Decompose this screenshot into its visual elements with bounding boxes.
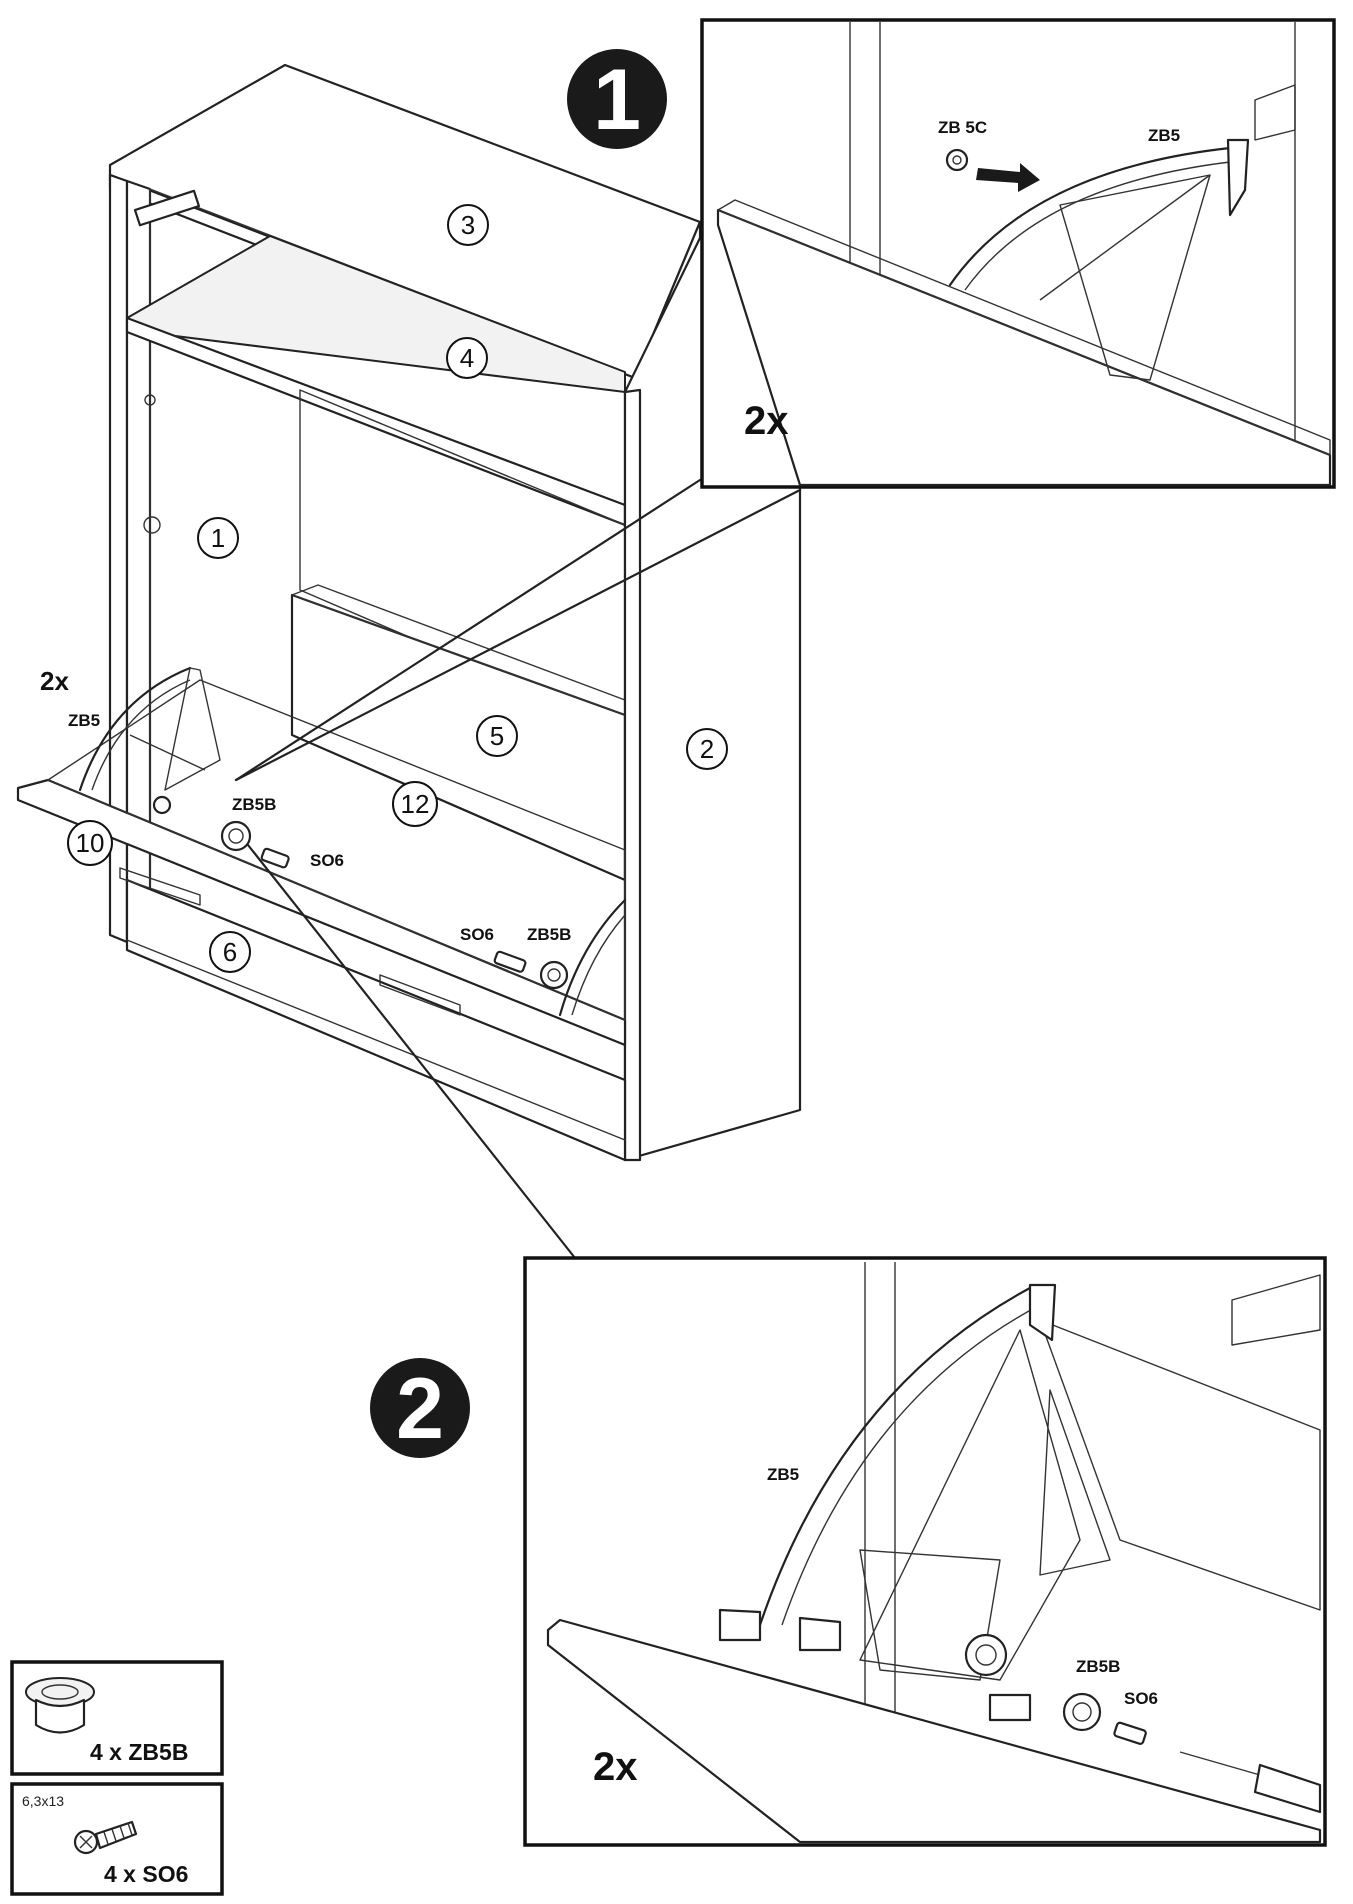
svg-text:2: 2 (700, 734, 714, 764)
parts-list-item-so6: 6,3x13 4 x SO6 (10, 1782, 224, 1896)
detail-1-zb5c-label: ZB 5C (938, 118, 987, 137)
main-zb5-label: ZB5 (68, 711, 100, 730)
part-marker-12: 12 (392, 781, 438, 827)
part-marker-2: 2 (686, 728, 728, 770)
leader-line-detail-1 (234, 478, 702, 782)
svg-text:4: 4 (460, 343, 474, 373)
main-so6-label: SO6 (310, 851, 344, 870)
leader-line-detail-1b (234, 488, 802, 782)
parts-list-size-so6: 6,3x13 (22, 1793, 64, 1809)
parts-list-qty-so6: 4 x SO6 (104, 1861, 188, 1887)
cabinet-drawing (16, 63, 802, 1260)
main-zb5b-label: ZB5B (232, 795, 276, 814)
screw-icon (73, 1820, 138, 1855)
main-zb5b-right-label: ZB5B (527, 925, 571, 944)
svg-text:10: 10 (76, 828, 105, 858)
detail-2-so6-label: SO6 (1124, 1689, 1158, 1708)
part-marker-1: 1 (197, 517, 239, 559)
svg-text:1: 1 (211, 523, 225, 553)
part-number-markers: 3 4 1 5 2 12 10 6 (67, 204, 728, 973)
part-marker-5: 5 (476, 715, 518, 757)
svg-text:5: 5 (490, 721, 504, 751)
parts-list-qty-zb5b: 4 x ZB5B (90, 1739, 188, 1765)
svg-text:6: 6 (223, 937, 237, 967)
step-1-badge: 1 (567, 49, 667, 149)
main-so6-right-label: SO6 (460, 925, 494, 944)
detail-1-box (700, 18, 1336, 489)
svg-text:1: 1 (593, 52, 641, 148)
detail-2-box (523, 1256, 1327, 1847)
cap-bushing-icon (25, 1677, 95, 1734)
part-marker-3: 3 (447, 204, 489, 246)
detail-2-zb5-label: ZB5 (767, 1465, 799, 1484)
detail-1-qty-label: 2x (744, 399, 789, 443)
detail-2-qty-label: 2x (593, 1745, 638, 1789)
detail-2-zb5b-label: ZB5B (1076, 1657, 1120, 1676)
step-2-badge: 2 (370, 1358, 470, 1458)
svg-text:12: 12 (401, 789, 430, 819)
detail-1-zb5-label: ZB5 (1148, 126, 1180, 145)
part-marker-4: 4 (446, 337, 488, 379)
svg-text:3: 3 (461, 210, 475, 240)
main-qty-label: 2x (40, 666, 69, 696)
leader-line-detail-2 (246, 843, 577, 1260)
parts-list-item-zb5b: 4 x ZB5B (10, 1660, 224, 1776)
part-marker-10: 10 (67, 820, 113, 866)
part-marker-6: 6 (209, 931, 251, 973)
svg-text:2: 2 (396, 1361, 444, 1457)
